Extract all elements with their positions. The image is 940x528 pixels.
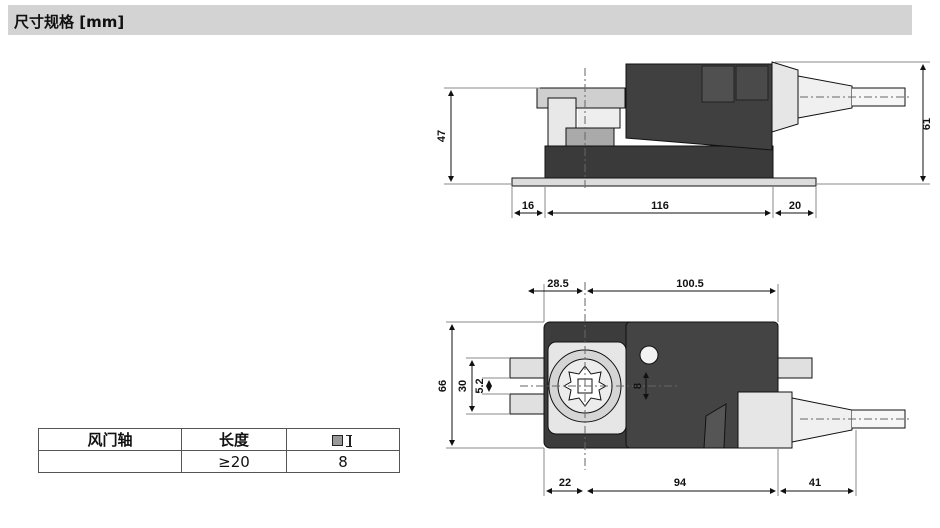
dim-30: 30 (457, 380, 469, 392)
dim-66: 66 (437, 380, 449, 392)
section-header: 尺寸规格 [mm] (8, 5, 912, 35)
table-row: ≥20 8 (38, 450, 400, 473)
side-cable-gland (771, 61, 799, 133)
dim-8: 8 (632, 383, 644, 389)
dim-61: 61 (921, 118, 933, 130)
dim-94: 94 (674, 477, 687, 489)
dim-16: 16 (522, 200, 534, 212)
side-base-plate (511, 177, 817, 187)
top-view (446, 282, 910, 496)
square-shaft-icon (332, 434, 343, 446)
side-view (444, 61, 930, 218)
dim-41: 41 (809, 477, 821, 489)
cell-length: ≥20 (181, 450, 287, 473)
dim-28-5: 28.5 (547, 278, 568, 290)
dim-116: 116 (651, 200, 669, 212)
dimension-icon (346, 434, 354, 447)
table-header-row: 风门轴 长度 (38, 428, 400, 451)
dim-20: 20 (789, 200, 801, 212)
dim-5-2: 5.2 (474, 378, 486, 393)
section-title: 尺寸规格 [mm] (14, 13, 125, 31)
damper-shaft-table: 风门轴 长度 ≥20 8 (38, 428, 400, 473)
dim-22: 22 (559, 477, 571, 489)
side-clamp-body (547, 97, 577, 147)
dim-100-5: 100.5 (676, 278, 704, 290)
header-square (286, 428, 400, 451)
cell-shaft (38, 450, 182, 473)
cell-square: 8 (286, 450, 400, 473)
top-cable-gland (737, 391, 793, 449)
dim-47: 47 (436, 130, 448, 142)
side-lower-body (544, 145, 774, 179)
header-shaft: 风门轴 (38, 428, 182, 451)
header-length: 长度 (181, 428, 287, 451)
